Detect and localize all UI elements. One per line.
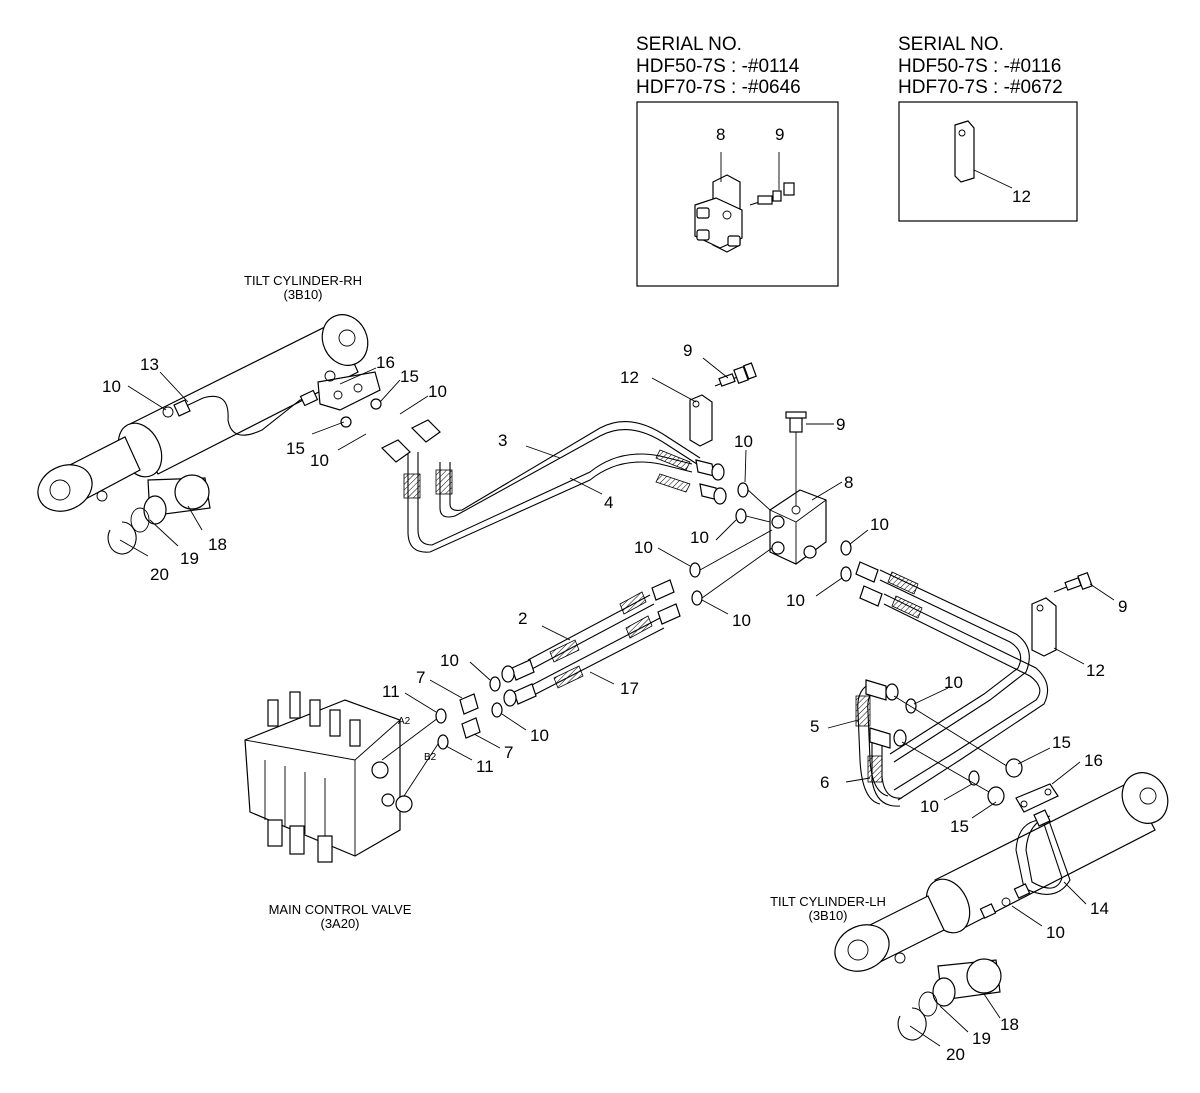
- callout-10: 10: [530, 726, 549, 745]
- callout-4: 4: [604, 493, 613, 512]
- callout-11: 11: [382, 682, 400, 701]
- callout-20: 20: [946, 1045, 965, 1064]
- callout-10: 10: [440, 651, 459, 670]
- mcv-fittings: [435, 676, 503, 750]
- tilt-cylinder-lh-name: TILT CYLINDER-LH: [770, 894, 886, 909]
- callout-15: 15: [950, 817, 969, 836]
- callout-11: 11: [476, 757, 494, 776]
- callout-18: 18: [1000, 1015, 1019, 1034]
- tilt-cylinder-lh-ref: (3B10): [808, 908, 847, 923]
- bracket-12-top: [689, 362, 757, 447]
- callout-10: 10: [690, 528, 709, 547]
- inset-right-model-2: HDF70-7S : -#0672: [898, 77, 1063, 98]
- callout-10: 10: [786, 591, 805, 610]
- inset-left-block-drawing: [694, 152, 795, 253]
- junction-block-8: [769, 411, 827, 565]
- main-control-valve: A2 B2 MAIN CONTROL VALVE (3A20): [244, 691, 439, 931]
- callout-12: 12: [1086, 661, 1105, 680]
- callout-14: 14: [1090, 899, 1109, 918]
- bracket-12-right: [1031, 571, 1093, 657]
- callout-18: 18: [208, 535, 227, 554]
- inset-left-model-1: HDF50-7S : -#0114: [636, 56, 800, 77]
- callout-10: 10: [870, 515, 889, 534]
- callout-9: 9: [1118, 597, 1127, 616]
- mcv-port-a2: A2: [398, 716, 411, 727]
- callout-7: 7: [416, 668, 425, 687]
- tilt-cylinder-rh: TILT CYLINDER-RH (3B10): [37, 273, 382, 555]
- callout-19: 19: [180, 549, 199, 568]
- callout-16: 16: [1084, 751, 1103, 770]
- callout-8: 8: [844, 473, 853, 492]
- callout-19: 19: [972, 1029, 991, 1048]
- hoses-5-6: [855, 561, 1049, 807]
- callout-2: 2: [518, 609, 527, 628]
- main-control-valve-ref: (3A20): [320, 916, 359, 931]
- inset-left-callout-8: 8: [716, 125, 725, 144]
- callout-10: 10: [732, 611, 751, 630]
- callout-10: 10: [428, 382, 447, 401]
- inset-left: SERIAL NO. HDF50-7S : -#0114 HDF70-7S : …: [636, 34, 839, 287]
- callout-10: 10: [734, 432, 753, 451]
- callout-13: 13: [140, 355, 159, 374]
- callout-10: 10: [310, 451, 329, 470]
- inset-right-model-1: HDF50-7S : -#0116: [898, 56, 1061, 77]
- main-control-valve-name: MAIN CONTROL VALVE: [269, 902, 412, 917]
- callout-10: 10: [102, 377, 121, 396]
- callout-9: 9: [836, 415, 845, 434]
- inset-right-bracket-drawing: [954, 120, 1013, 189]
- tilt-cylinder-lh: TILT CYLINDER-LH (3B10): [770, 758, 1169, 1041]
- callout-numbers: 13 10 16 15 10 15 10 18 19 20 3 4 12 9 9…: [102, 341, 1127, 1064]
- callout-15: 15: [400, 367, 419, 386]
- inset-left-heading: SERIAL NO.: [636, 34, 742, 55]
- callout-15: 15: [286, 439, 305, 458]
- callout-15: 15: [1052, 733, 1071, 752]
- tilt-cylinder-rh-ref: (3B10): [283, 287, 322, 302]
- callout-12: 12: [620, 368, 639, 387]
- callout-9: 9: [683, 341, 692, 360]
- inset-left-model-2: HDF70-7S : -#0646: [636, 77, 801, 98]
- hoses-2-17: [501, 579, 681, 707]
- callout-10: 10: [634, 538, 653, 557]
- o-rings-block: [689, 482, 852, 606]
- inset-right-frame: [898, 101, 1078, 222]
- inset-left-callout-9: 9: [775, 125, 784, 144]
- callout-16: 16: [376, 353, 395, 372]
- callout-10: 10: [920, 797, 939, 816]
- callout-10: 10: [1046, 923, 1065, 942]
- inset-right-callout-12: 12: [1012, 187, 1031, 206]
- mcv-port-b2: B2: [424, 752, 437, 763]
- inset-right: SERIAL NO. HDF50-7S : -#0116 HDF70-7S : …: [898, 34, 1078, 222]
- hoses-3-4: [380, 419, 727, 553]
- callout-17: 17: [620, 679, 639, 698]
- leader-lines: [119, 357, 1115, 1047]
- callout-7: 7: [504, 743, 513, 762]
- inset-right-heading: SERIAL NO.: [898, 34, 1004, 55]
- callout-3: 3: [498, 431, 507, 450]
- callout-5: 5: [810, 717, 819, 736]
- callout-10: 10: [944, 673, 963, 692]
- callout-20: 20: [150, 565, 169, 584]
- callout-6: 6: [820, 773, 829, 792]
- inset-left-frame: [636, 101, 839, 287]
- tilt-cylinder-rh-name: TILT CYLINDER-RH: [244, 273, 362, 288]
